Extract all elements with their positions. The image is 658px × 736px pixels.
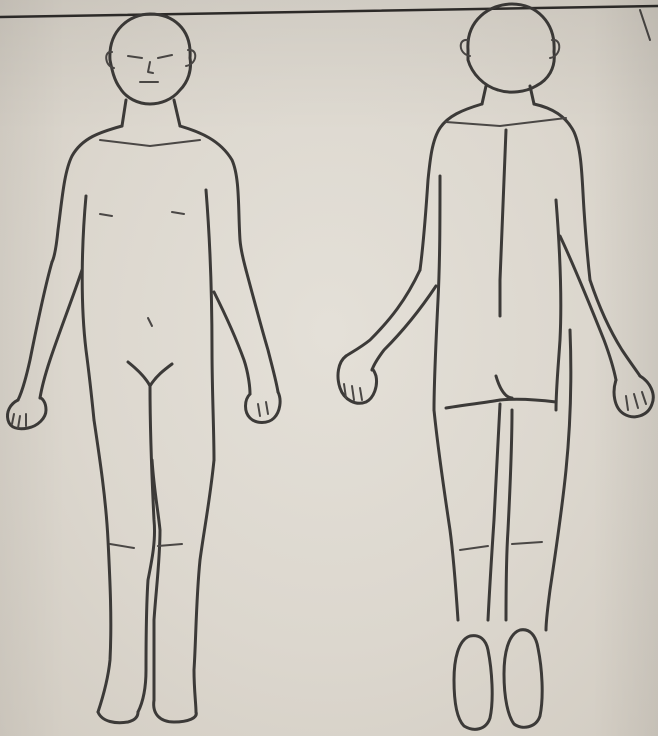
front-right-foot [154, 700, 197, 722]
back-left-arm [346, 270, 420, 356]
front-right-fingers [258, 402, 268, 416]
back-left-side [434, 176, 440, 410]
front-groin [128, 362, 172, 386]
front-right-side [206, 190, 214, 460]
front-left-side [82, 196, 94, 420]
back-knees [460, 542, 542, 550]
back-inner-right-leg [506, 410, 512, 620]
back-gluteal-cleft [496, 376, 512, 398]
front-left-torso-outline [52, 126, 122, 262]
front-inner-left-leg [138, 386, 155, 712]
front-right-arm-inner [214, 292, 250, 394]
front-knees [110, 544, 182, 548]
back-right-side [556, 200, 561, 410]
front-left-arm [18, 262, 52, 400]
page-edge-mark [640, 10, 650, 40]
back-body-figure [338, 4, 653, 729]
front-right-hand [246, 392, 281, 423]
front-navel [148, 318, 152, 326]
back-shoulder-line [446, 118, 566, 126]
back-head-outline [468, 4, 554, 92]
front-body-figure [7, 14, 280, 723]
back-spine [500, 130, 506, 316]
back-right-arm [590, 280, 640, 376]
front-right-torso-outline [180, 126, 246, 270]
front-left-foot [98, 712, 138, 723]
back-left-shoulder [420, 104, 482, 270]
back-left-leg-outer [434, 410, 458, 620]
back-right-shoulder [534, 104, 590, 280]
front-right-leg-outer [194, 460, 214, 712]
front-nose [148, 62, 153, 73]
front-chest-marks [100, 212, 184, 216]
front-head-outline [110, 14, 191, 104]
front-eyes [128, 55, 172, 58]
front-collarbone [100, 140, 200, 146]
form-top-border [0, 6, 658, 17]
back-right-fingers [626, 392, 646, 410]
front-right-arm [246, 270, 278, 392]
back-left-foot [454, 636, 492, 730]
front-left-leg-outer [94, 420, 111, 712]
back-left-hand [338, 356, 377, 403]
back-left-fingers [344, 384, 362, 400]
back-inner-left-leg [488, 404, 500, 620]
back-right-foot [504, 630, 542, 728]
